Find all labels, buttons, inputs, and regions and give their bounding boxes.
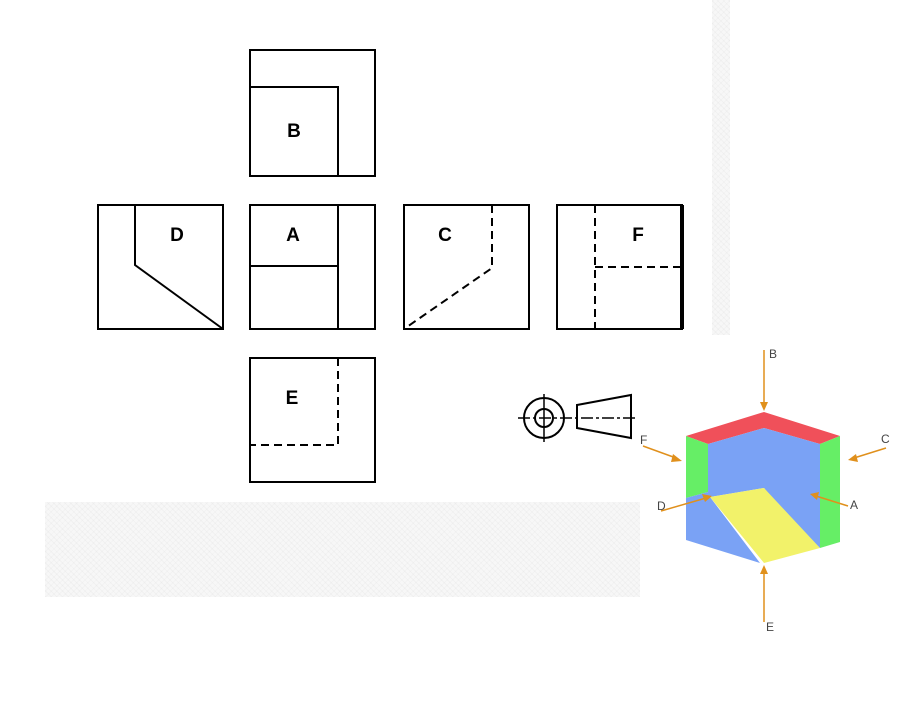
arrow-a: A (810, 492, 858, 512)
arrow-c-label: C (881, 432, 890, 446)
background-texture-right (712, 0, 730, 335)
background-texture-bottom (45, 502, 640, 597)
view-e-label: E (286, 388, 299, 409)
sloped-yellow-face (710, 488, 820, 563)
arrow-f-label: F (640, 433, 647, 447)
view-e: E (249, 357, 376, 483)
arrow-b: B (760, 347, 777, 411)
arrow-f: F (640, 433, 682, 462)
view-c-outline (403, 204, 530, 330)
arrow-d: D (657, 494, 712, 513)
arrow-c: C (848, 432, 890, 462)
left-green-face (686, 436, 708, 498)
back-blue-face (764, 428, 820, 548)
view-a-label: A (286, 225, 300, 246)
arrow-b-label: B (769, 347, 777, 361)
view-arrows: B C F D A E (640, 347, 890, 634)
view-c-hidden-edge (403, 205, 493, 330)
view-e-hidden-edge (250, 358, 339, 446)
view-f-label: F (632, 225, 644, 246)
view-d-label: D (170, 225, 184, 246)
view-b: B (249, 49, 376, 177)
view-d-outline (97, 204, 224, 330)
top-face (686, 412, 840, 444)
view-b-label: B (287, 121, 301, 142)
view-b-edge (250, 86, 339, 176)
isometric-block (686, 412, 840, 563)
view-c: C (403, 204, 530, 330)
left-blue-face (686, 428, 764, 563)
arrow-e: E (760, 565, 774, 634)
view-c-label: C (438, 225, 452, 246)
view-b-outline (249, 49, 376, 177)
view-f: F (556, 204, 684, 330)
view-d: D (97, 204, 224, 330)
right-green-face (820, 436, 840, 548)
view-d-edge (134, 205, 224, 330)
view-e-outline (249, 357, 376, 483)
arrow-e-label: E (766, 620, 774, 634)
arrow-a-label: A (850, 498, 858, 512)
third-angle-projection-icon (518, 393, 635, 442)
arrow-d-label: D (657, 499, 666, 513)
view-a: A (249, 204, 376, 330)
